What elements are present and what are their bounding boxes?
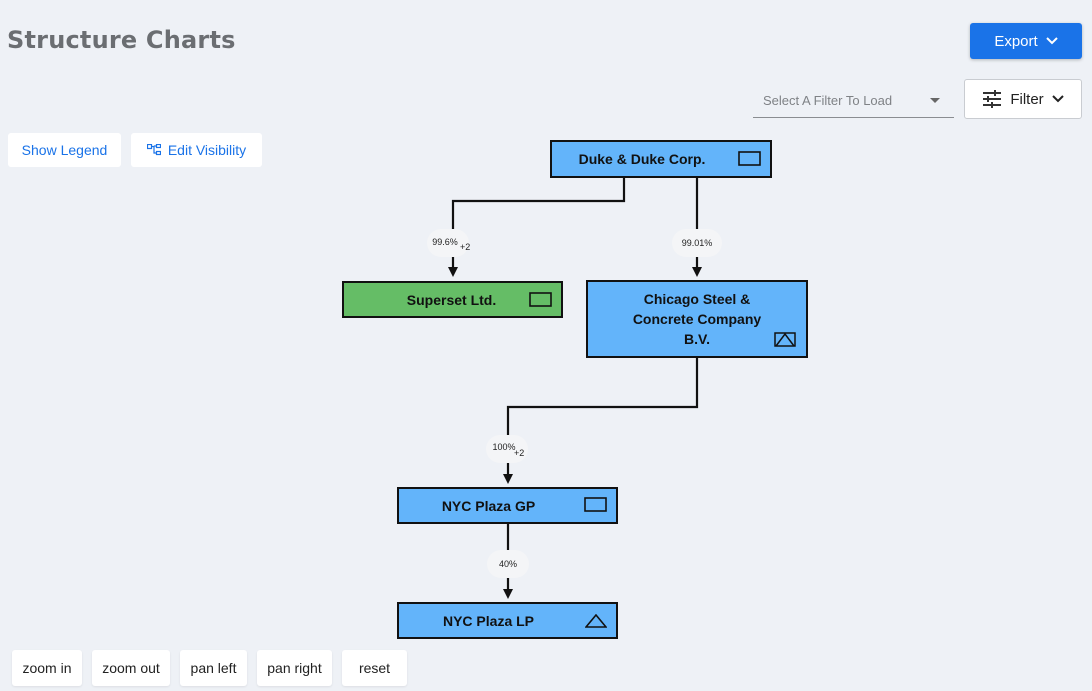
node-label: NYC Plaza LP <box>442 612 535 629</box>
filter-label: Filter <box>1010 90 1044 108</box>
node-label-line-3: B.V. <box>684 331 710 347</box>
rectangle-icon <box>584 497 607 512</box>
node-label-line-1: Chicago Steel & <box>643 291 751 307</box>
edge-label-duke-chicago: 99.01% <box>672 229 722 257</box>
edge-label-gp-lp: 40% <box>487 550 529 578</box>
edge-percent: 99.01% <box>681 238 713 248</box>
node-nyc-plaza-lp[interactable]: NYC Plaza LP <box>397 602 618 639</box>
filter-select-placeholder: Select A Filter To Load <box>763 93 893 108</box>
rectangle-icon <box>529 292 552 307</box>
triangle-icon <box>585 614 607 628</box>
rectangle-icon <box>738 151 761 166</box>
node-label: Superset Ltd. <box>406 291 497 308</box>
pan-left-button[interactable]: pan left <box>180 650 247 686</box>
show-legend-button[interactable]: Show Legend <box>8 133 121 167</box>
node-label-line-2: Concrete Company <box>632 311 762 327</box>
filter-select[interactable]: Select A Filter To Load <box>753 84 954 118</box>
export-label: Export <box>994 32 1038 50</box>
chevron-down-icon <box>1045 37 1058 45</box>
edge-extra-count: +2 <box>514 448 525 458</box>
edge-duke-superset <box>448 177 626 277</box>
page-title: Structure Charts <box>7 26 236 54</box>
pan-right-button[interactable]: pan right <box>257 650 332 686</box>
edge-percent: 40% <box>498 559 517 569</box>
edit-visibility-label: Edit Visibility <box>167 142 247 158</box>
edge-percent: 100% <box>492 442 516 452</box>
export-button[interactable]: Export <box>970 23 1082 59</box>
triangle-in-box-icon <box>774 332 796 347</box>
edge-percent: 99.6% <box>432 237 458 247</box>
node-label: NYC Plaza GP <box>441 497 536 514</box>
edge-label-duke-superset: 99.6% +2 <box>427 229 471 257</box>
edge-chicago-gp <box>503 357 699 484</box>
zoom-out-button[interactable]: zoom out <box>92 650 170 686</box>
hierarchy-icon <box>146 144 161 156</box>
edit-visibility-button[interactable]: Edit Visibility <box>131 133 262 167</box>
chevron-down-icon <box>1051 95 1064 103</box>
filter-button[interactable]: Filter <box>964 79 1082 119</box>
node-duke-duke-corp[interactable]: Duke & Duke Corp. <box>550 140 772 178</box>
edge-extra-count: +2 <box>460 242 471 252</box>
node-label: Duke & Duke Corp. <box>578 151 706 167</box>
caret-down-icon <box>930 98 940 103</box>
zoom-in-button[interactable]: zoom in <box>12 650 82 686</box>
node-nyc-plaza-gp[interactable]: NYC Plaza GP <box>397 487 618 524</box>
node-superset-ltd[interactable]: Superset Ltd. <box>342 281 563 318</box>
edge-label-chicago-gp: 100% +2 <box>486 435 528 463</box>
reset-button[interactable]: reset <box>342 650 407 686</box>
node-chicago-steel[interactable]: Chicago Steel & Concrete Company B.V. <box>586 280 808 358</box>
sliders-icon <box>983 90 1002 108</box>
